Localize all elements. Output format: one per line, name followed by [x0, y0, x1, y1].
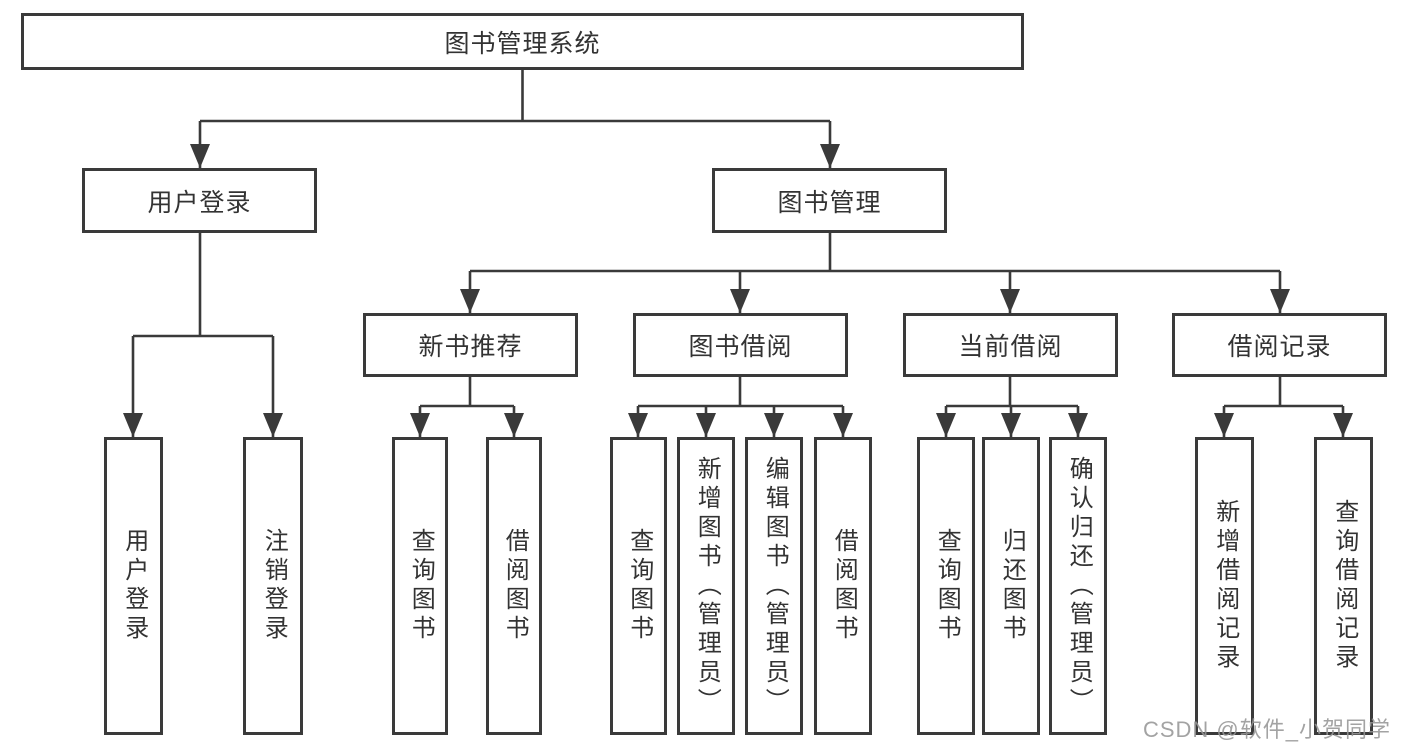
leaf-logout-login-label: 注销登录 [260, 528, 288, 644]
leaf-add-borrow-record: 新增借阅记录 [1195, 437, 1254, 735]
leaf-borrow-book-label: 借阅图书 [830, 528, 858, 644]
node-new-book-recommend: 新书推荐 [363, 313, 578, 377]
leaf-borrow-book-recommend-label: 借阅图书 [501, 528, 529, 644]
leaf-logout-login: 注销登录 [243, 437, 303, 735]
leaf-edit-book-admin: 编辑图书（管理员） [745, 437, 803, 735]
node-borrow-records: 借阅记录 [1172, 313, 1387, 377]
leaf-confirm-return-admin-label: 确认归还（管理员） [1065, 455, 1093, 717]
leaf-edit-book-admin-label: 编辑图书（管理员） [761, 455, 789, 717]
node-library-management-system: 图书管理系统 [21, 13, 1024, 70]
leaf-user-login-label: 用户登录 [120, 528, 148, 644]
csdn-watermark: CSDN @软件_小贺同学 [1142, 717, 1391, 742]
leaf-query-book-borrow-label: 查询图书 [625, 528, 653, 644]
leaf-query-book-recommend-label: 查询图书 [407, 528, 435, 644]
leaf-add-book-admin-label: 新增图书（管理员） [693, 455, 721, 717]
leaf-query-book-current: 查询图书 [917, 437, 975, 735]
leaf-user-login: 用户登录 [104, 437, 163, 735]
leaf-query-book-borrow: 查询图书 [610, 437, 667, 735]
node-user-login: 用户登录 [82, 168, 317, 233]
node-current-borrow: 当前借阅 [903, 313, 1118, 377]
leaf-query-book-recommend: 查询图书 [392, 437, 448, 735]
leaf-add-book-admin: 新增图书（管理员） [677, 437, 735, 735]
leaf-borrow-book-recommend: 借阅图书 [486, 437, 542, 735]
leaf-add-borrow-record-label: 新增借阅记录 [1211, 499, 1239, 673]
leaf-confirm-return-admin: 确认归还（管理员） [1049, 437, 1107, 735]
leaf-query-borrow-record-label: 查询借阅记录 [1330, 499, 1358, 673]
node-book-management: 图书管理 [712, 168, 947, 233]
leaf-query-book-current-label: 查询图书 [933, 528, 961, 644]
leaf-return-book-label: 归还图书 [998, 528, 1026, 644]
node-book-borrow: 图书借阅 [633, 313, 848, 377]
leaf-query-borrow-record: 查询借阅记录 [1314, 437, 1373, 735]
leaf-borrow-book: 借阅图书 [814, 437, 872, 735]
leaf-return-book: 归还图书 [982, 437, 1040, 735]
